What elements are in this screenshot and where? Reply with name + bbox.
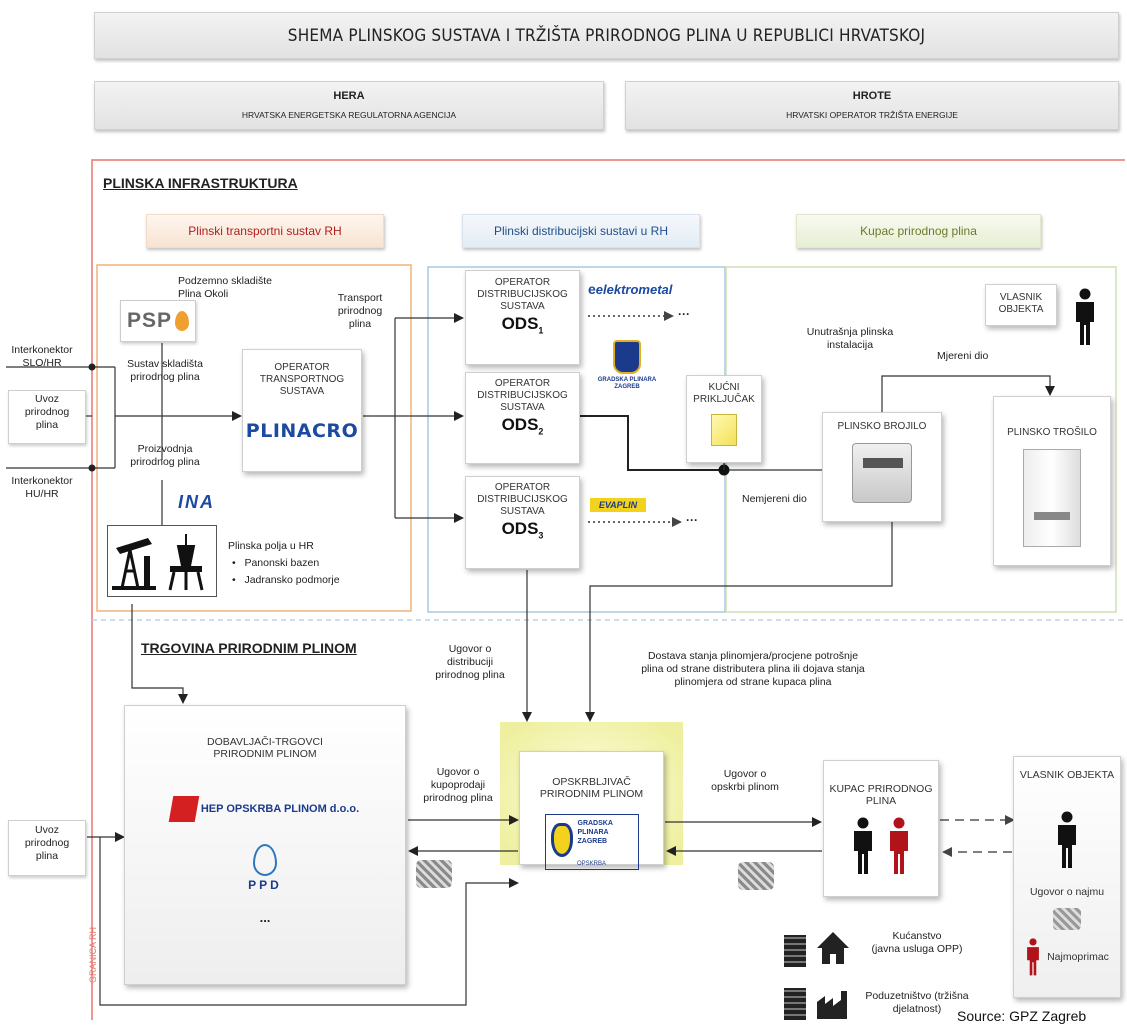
- factory-icon: [816, 990, 852, 1025]
- flame-logo-icon: [550, 823, 573, 857]
- ods2-box: OPERATOR DISTRIBUCIJSKOG SUSTAVA ODS2: [465, 372, 580, 464]
- transport-column-header: Plinski transportni sustav RH: [146, 214, 384, 248]
- person-red-icon: [890, 817, 908, 874]
- money-icon: [416, 860, 452, 888]
- hrote-full-name: HRVATSKI OPERATOR TRŽIŠTA ENERGIJE: [786, 110, 958, 120]
- hep-logo-icon: [168, 796, 200, 822]
- import-bottom-box: Uvoz prirodnog plina: [8, 820, 86, 876]
- evaplin-logo: EVAPLIN: [590, 498, 646, 512]
- owner-box: VLASNIK OBJEKTA Ugovor o najmu Najmoprim…: [1013, 756, 1121, 998]
- hrote-box: HROTE HRVATSKI OPERATOR TRŽIŠTA ENERGIJE: [625, 81, 1119, 130]
- house-icon: [816, 930, 850, 971]
- hep-logo: HEP OPSKRBA PLINOM d.o.o.: [125, 796, 405, 822]
- border-label: GRANICA RH: [88, 927, 98, 984]
- building-icon: [784, 935, 806, 967]
- flame-icon: [175, 311, 189, 331]
- unmetered-part-label: Nemjereni dio: [742, 493, 807, 505]
- ods1-box: OPERATOR DISTRIBUCIJSKOG SUSTAVA ODS1: [465, 270, 580, 365]
- transport-operator-box: OPERATOR TRANSPORTNOG SUSTAVA PLINACRO: [242, 349, 362, 472]
- boiler-icon: [1023, 449, 1081, 547]
- source-credit: Source: GPZ Zagreb: [955, 1008, 1089, 1024]
- hrote-name: HROTE: [852, 90, 892, 102]
- hera-name: HERA: [333, 90, 365, 102]
- transport-column-box: [96, 264, 412, 612]
- oil-pump-icon: [112, 534, 204, 591]
- hera-box: HERA HRVATSKA ENERGETSKA REGULATORNA AGE…: [94, 81, 604, 130]
- gas-field-1: • Panonski bazen: [232, 557, 320, 569]
- metered-part-label: Mjereni dio: [937, 350, 989, 362]
- house-connection-box: KUĆNI PRIKLJUČAK: [686, 375, 762, 463]
- ppd-logo: PPD: [248, 878, 282, 892]
- import-top-box: Uvoz prirodnog plina: [8, 390, 86, 444]
- distribution-column-header: Plinski distribucijski sustavi u RH: [462, 214, 700, 248]
- elektrometal-logo: eelektrometal: [588, 281, 673, 297]
- border-line: [91, 159, 1125, 1020]
- more-traders: ...: [259, 910, 271, 925]
- gas-meter-box: PLINSKO BROJILO: [822, 412, 942, 522]
- gas-field-2: • Jadransko podmorje: [232, 574, 340, 586]
- person-icon: [1073, 288, 1097, 351]
- diagram-title: SHEMA PLINSKOG SUSTAVA I TRŽIŠTA PRIRODN…: [287, 26, 926, 46]
- connection-box-icon: [711, 414, 737, 446]
- person-icon: [1058, 811, 1076, 868]
- customer-column-header: Kupac prirodnog plina: [796, 214, 1041, 248]
- gas-meter-icon: [852, 443, 912, 503]
- building-icon: [784, 988, 806, 1020]
- money-icon: [738, 862, 774, 890]
- trade-title: TRGOVINA PRIRODNIM PLINOM: [141, 640, 357, 656]
- money-icon: [1053, 908, 1081, 930]
- hera-full-name: HRVATSKA ENERGETSKA REGULATORNA AGENCIJA: [241, 110, 457, 120]
- meter-reading-label: Dostava stanja plinomjera/procjene potro…: [641, 650, 865, 688]
- gpz-crest-icon: [613, 340, 641, 374]
- traders-box: DOBAVLJAČI-TRGOVCI PRIRODNIM PLINOM HEP …: [124, 705, 406, 985]
- ods1-dots: ···: [678, 307, 690, 321]
- oil-field-icons: [107, 525, 217, 597]
- gas-appliance-box: PLINSKO TROŠILO: [993, 396, 1111, 566]
- tenant-icon: [1027, 938, 1039, 976]
- psp-logo: PSP: [120, 300, 196, 342]
- household-label: Kućanstvo(javna usluga OPP): [871, 930, 963, 955]
- gas-fields-title: Plinska polja u HR: [228, 540, 314, 552]
- person-icon: [854, 817, 872, 874]
- ods3-box: OPERATOR DISTRIBUCIJSKOG SUSTAVA ODS3: [465, 476, 580, 569]
- gpz-distribution-logo: GRADSKA PLINARA ZAGREB: [592, 340, 662, 391]
- ods3-dots: ···: [686, 513, 698, 527]
- plinacro-logo: PLINACRO: [245, 420, 359, 442]
- owner-infra-box: VLASNIK OBJEKTA: [985, 284, 1057, 326]
- ina-logo: INA: [178, 492, 215, 512]
- customer-box: KUPAC PRIRODNOG PLINA: [823, 760, 939, 897]
- ppd-drop-icon: [253, 844, 277, 876]
- diagram-title-box: SHEMA PLINSKOG SUSTAVA I TRŽIŠTA PRIRODN…: [94, 12, 1119, 59]
- infrastructure-title: PLINSKA INFRASTRUKTURA: [103, 175, 298, 191]
